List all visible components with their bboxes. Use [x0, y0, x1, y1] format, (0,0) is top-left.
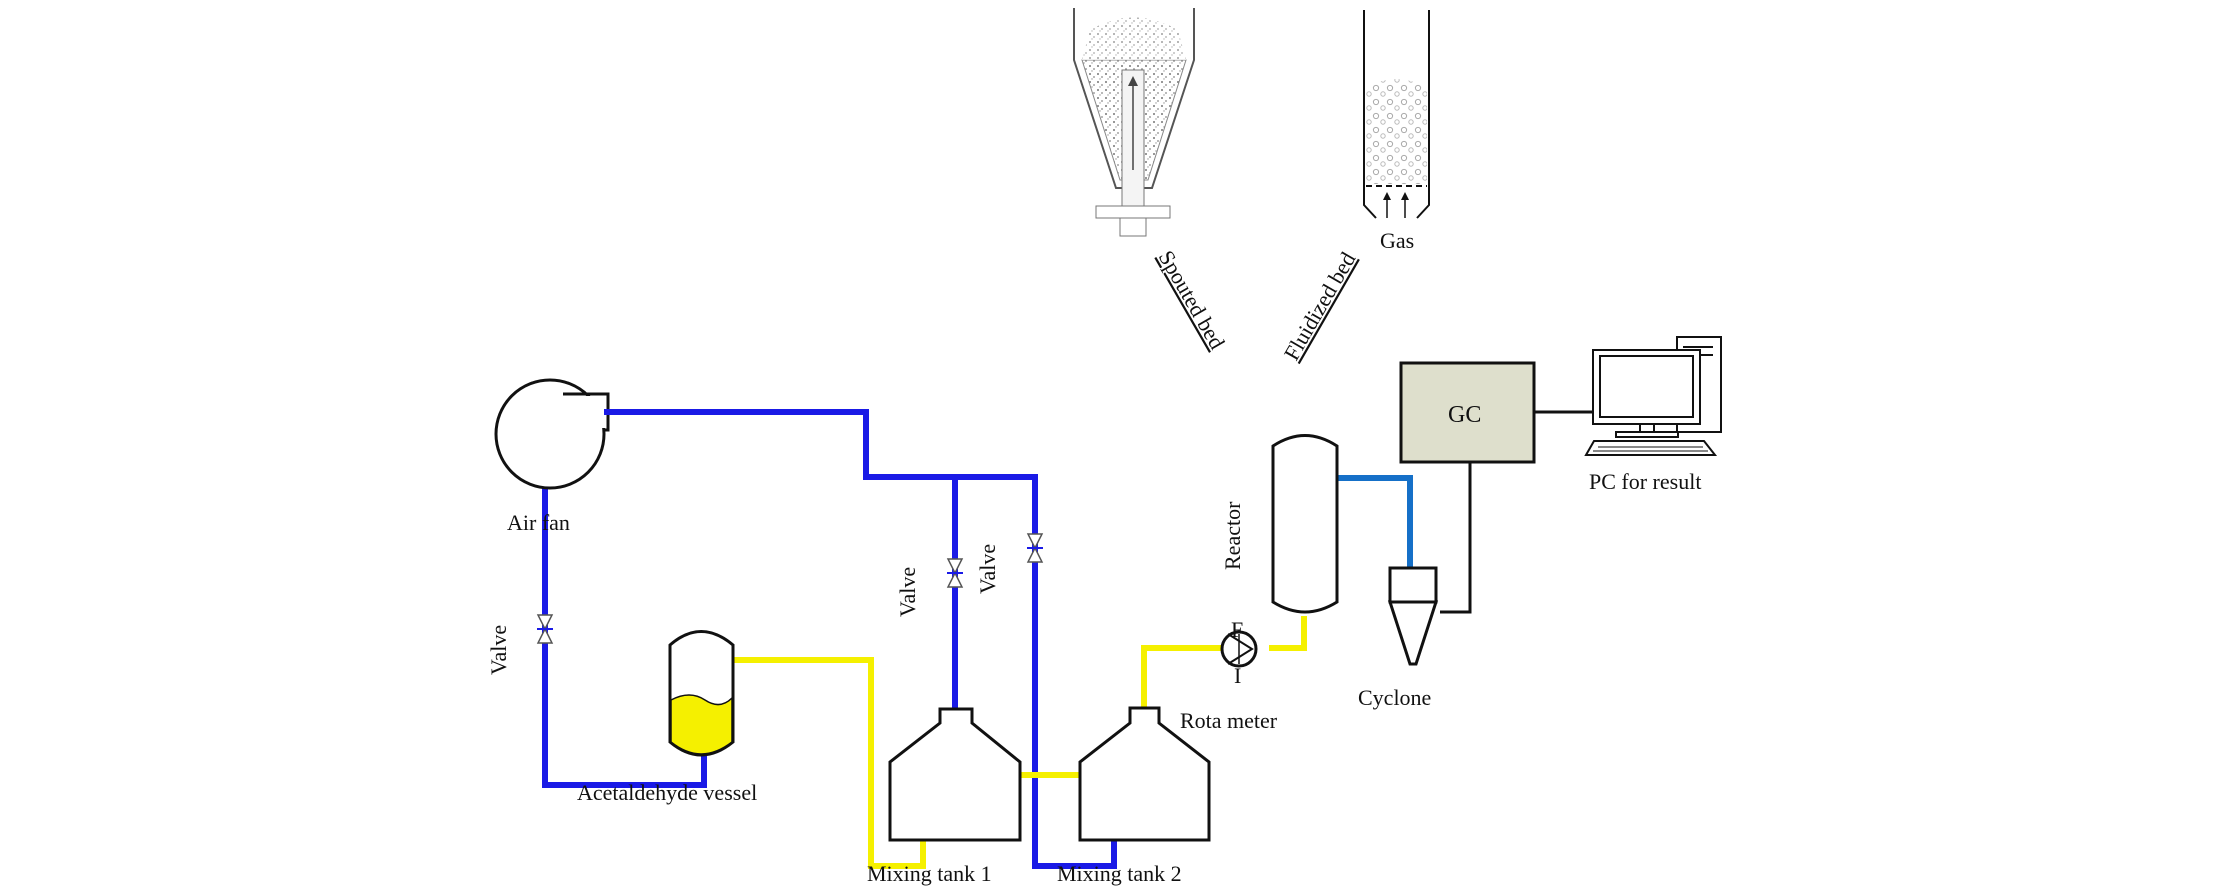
fluidized-bed-icon	[1363, 10, 1430, 219]
pc-icon	[1584, 336, 1722, 456]
valve-left-label: Valve	[486, 625, 511, 675]
gc-label: GC	[1448, 402, 1481, 428]
pc-label: PC for result	[1589, 469, 1701, 494]
rota-meter-i: I	[1234, 663, 1241, 688]
spouted-bed-label: Spouted bed	[1154, 246, 1230, 353]
signal-lines	[1440, 410, 1598, 614]
fluidized-bed-label: Fluidized bed	[1279, 248, 1361, 365]
reactor	[1271, 434, 1339, 614]
acetaldehyde-vessel-label: Acetaldehyde vessel	[577, 780, 757, 805]
gc-box	[1399, 361, 1536, 464]
cyclone-label: Cyclone	[1358, 685, 1431, 710]
valve-mid2-label: Valve	[975, 544, 1000, 594]
valve-left-icon[interactable]	[536, 614, 554, 644]
liquid-line	[733, 616, 1307, 869]
valve-mid1-icon[interactable]	[946, 558, 964, 588]
acetaldehyde-vessel	[668, 630, 735, 757]
mixing-tank-2	[1078, 706, 1211, 842]
air-fan-label: Air fan	[507, 510, 570, 535]
rota-meter-icon	[1220, 630, 1258, 668]
valve-mid1-label: Valve	[895, 567, 920, 617]
mixing-tank-2-label: Mixing tank 2	[1057, 861, 1182, 886]
rota-meter-f: F	[1231, 617, 1243, 642]
gas-outlet-line	[1337, 475, 1413, 568]
mixing-tank-1-label: Mixing tank 1	[867, 861, 992, 886]
spouted-bed-icon	[1073, 8, 1195, 237]
cyclone	[1387, 566, 1439, 666]
rota-meter-label: Rota meter	[1180, 708, 1278, 733]
air-fan	[494, 378, 612, 490]
gas-label: Gas	[1380, 228, 1414, 253]
valve-mid2-icon[interactable]	[1026, 533, 1044, 563]
mixing-tank-1	[888, 707, 1022, 842]
reactor-label: Reactor	[1220, 501, 1245, 570]
